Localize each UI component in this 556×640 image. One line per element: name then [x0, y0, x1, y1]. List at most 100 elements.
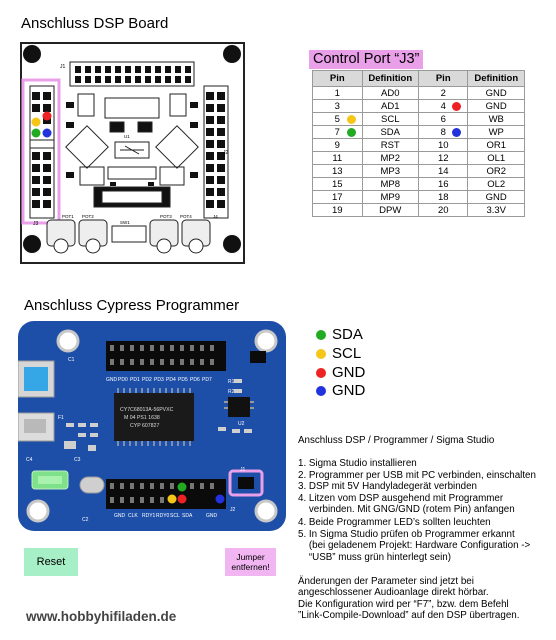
instruction-step: 1. Sigma Studio installieren [298, 458, 417, 469]
pcb-label: C2 [82, 517, 89, 523]
top-pin-header [106, 341, 226, 371]
instruction-step: 4. Beide Programmer LED’s sollten leucht… [298, 517, 491, 528]
pcb-label-pot2: POT2 [82, 214, 94, 219]
potentiometers [46, 219, 211, 254]
reset-label: Reset [36, 556, 66, 568]
legend-item-sda: SDA [316, 326, 363, 344]
reset-label-box: Reset [24, 548, 78, 576]
chip-text: M 04 PS1 1638 [124, 415, 160, 421]
instruction-step: 4. Litzen vom DSP ausgehend mit Programm… [298, 493, 515, 516]
pcb-label: R1 [228, 379, 235, 385]
table-cell: 12 [417, 151, 469, 165]
table-cell: 2 [417, 86, 469, 100]
red-dot-icon [316, 368, 326, 378]
table-cell: GND [467, 99, 525, 113]
table-cell: MP8 [361, 177, 419, 191]
blue-dot-icon [316, 386, 326, 396]
table-cell: MP2 [361, 151, 419, 165]
header-definition: Definition [467, 70, 525, 87]
table-cell: DPW [361, 203, 419, 217]
mounting-hole [26, 499, 50, 523]
table-cell-pin7: 7 [312, 125, 363, 139]
pin-label: GND [206, 513, 218, 519]
pin-label: SDA [182, 513, 193, 519]
table-cell: SCL [361, 112, 419, 126]
pin-label: PD6 [190, 377, 200, 383]
table-cell: 9 [312, 138, 363, 152]
table-cell: SDA [361, 125, 419, 139]
pcb-label-j2: J2 [223, 150, 229, 156]
crystal [79, 476, 105, 494]
pcb-label-pot1: POT1 [62, 214, 74, 219]
legend-item-scl: SCL [316, 345, 361, 363]
table-cell: 18 [417, 190, 469, 204]
pcb-label: F1 [58, 415, 64, 421]
mounting-hole [56, 329, 80, 353]
j1-header [69, 61, 195, 87]
header-pin: Pin [312, 70, 363, 87]
jumper-remove-label-box: Jumper entfernen! [225, 548, 276, 576]
pin-label: RDY1 [142, 513, 156, 519]
pcb-label-j3: J3 [33, 221, 39, 227]
j3-pin-wp-blue [42, 128, 52, 138]
table-cell-pin8: 8 [417, 125, 469, 139]
jumper-remove-label: Jumper entfernen! [231, 552, 270, 572]
pcb-label: R2 [228, 389, 235, 395]
pin-gnd-red [177, 494, 187, 504]
pin-scl-yellow [167, 494, 177, 504]
pcb-label-u1: U1 [124, 134, 130, 139]
pin-label: PD2 [142, 377, 152, 383]
cypress-programmer-image: GND PD0 PD1 PD2 PD3 PD4 PD5 PD6 PD7 CY7C… [18, 321, 286, 531]
table-cell: 17 [312, 190, 363, 204]
pin-label: PD1 [130, 377, 140, 383]
green-dot-icon [346, 128, 356, 137]
table-cell-pin5: 5 [312, 112, 363, 126]
mounting-hole [254, 499, 278, 523]
pcb-label: J2 [230, 507, 236, 513]
pin-label: SCL [170, 513, 180, 519]
header-definition: Definition [361, 70, 419, 87]
pin-label: PD4 [166, 377, 176, 383]
pcb-label: U2 [238, 421, 245, 427]
mounting-hole [23, 45, 41, 63]
table-cell: 1 [312, 86, 363, 100]
table-cell: 3.3V [467, 203, 525, 217]
j3-header [29, 85, 55, 219]
table-cell: RST [361, 138, 419, 152]
pcb-label: C1 [68, 357, 75, 363]
table-cell: 3 [312, 99, 363, 113]
dsp-board-image: J3 J2 J1 [20, 42, 245, 264]
pcb-label: C3 [74, 457, 81, 463]
pin-label: RDY0 [156, 513, 170, 519]
mounting-hole [254, 329, 278, 353]
table-cell: MP3 [361, 164, 419, 178]
pin-label: PD5 [178, 377, 188, 383]
j2-header [203, 85, 229, 219]
table-cell: AD1 [361, 99, 419, 113]
table-cell: 19 [312, 203, 363, 217]
instruction-step: 5. In Sigma Studio prüfen ob Programmer … [298, 529, 531, 563]
pcb-label-pot4: POT4 [180, 214, 192, 219]
j3-pin-gnd-red [42, 111, 52, 121]
table-cell: OR1 [467, 138, 525, 152]
green-dot-icon [316, 330, 326, 340]
pin-gnd-blue [215, 494, 225, 504]
j3-pin-scl-yellow [31, 117, 41, 127]
table-header-row: Pin Definition Pin Definition [312, 70, 525, 87]
mounting-hole [223, 235, 241, 253]
jumper-highlight [228, 469, 264, 497]
mounting-hole [23, 235, 41, 253]
instruction-step: 3. DSP mit 5V Handyladegerät verbinden [298, 481, 477, 492]
blue-dot-icon [452, 128, 462, 137]
pin-label: PD3 [154, 377, 164, 383]
table-cell: 15 [312, 177, 363, 191]
header-pin: Pin [417, 70, 469, 87]
j3-pin-sda-green [31, 128, 41, 138]
pin-label: GND [114, 513, 126, 519]
chip-text: CYP 607827 [130, 423, 159, 429]
